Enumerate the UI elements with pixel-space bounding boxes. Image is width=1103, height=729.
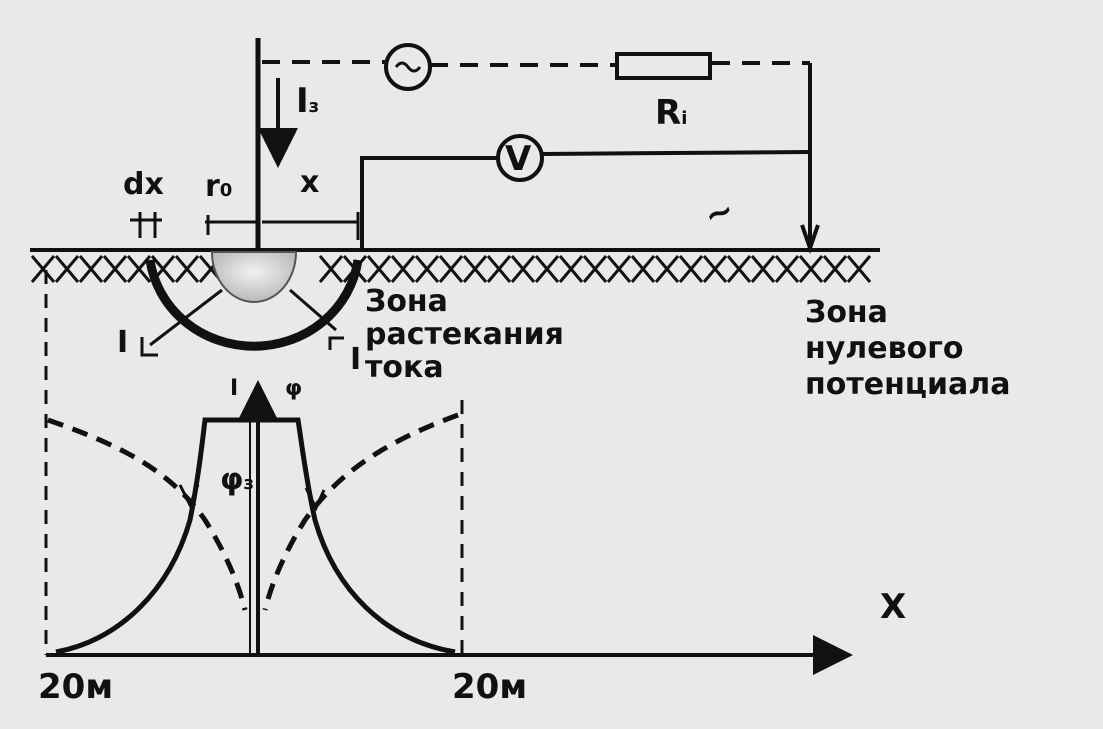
voltmeter-symbol: [496, 134, 544, 182]
hatch-mark: [654, 255, 680, 283]
hatch-mark: [582, 255, 608, 283]
hatch-mark: [54, 255, 80, 283]
phi-s-label: φз: [220, 462, 254, 497]
hatch-mark: [774, 255, 800, 283]
current-left-label: I: [117, 325, 129, 360]
zero-potential-zone-label: Зона нулевого потенциала: [805, 295, 1011, 402]
hatch-mark: [318, 255, 344, 283]
hatch-mark: [534, 255, 560, 283]
current-curve: [47, 412, 459, 611]
resistor-label: Ri: [655, 93, 688, 133]
hatch-mark: [678, 255, 704, 283]
hatch-mark: [846, 255, 872, 283]
ground-hatching: [30, 255, 872, 283]
hatch-mark: [510, 255, 536, 283]
current-right-label: I: [350, 342, 362, 377]
hatch-mark: [366, 255, 392, 283]
supply-circuit: [262, 43, 812, 245]
hatch-mark: [438, 255, 464, 283]
hatch-mark: [798, 255, 824, 283]
hatch-mark: [702, 255, 728, 283]
voltmeter-label: V: [505, 139, 532, 179]
hatch-mark: [726, 255, 752, 283]
hatch-mark: [606, 255, 632, 283]
current-source-label: Iз: [296, 81, 320, 121]
hatch-mark: [30, 255, 56, 283]
hatch-mark: [390, 255, 416, 283]
boundary-lines: [44, 270, 464, 655]
dimension-marks: [130, 212, 360, 240]
dx-label: dx: [123, 167, 164, 202]
potential-curve: [55, 417, 456, 655]
hatch-mark: [822, 255, 848, 283]
hatch-mark: [462, 255, 488, 283]
hatch-mark: [750, 255, 776, 283]
distance-right-label: 20м: [452, 667, 528, 707]
r0-label: r0: [205, 169, 233, 204]
current-center-label: I: [230, 376, 239, 401]
hatch-mark: [414, 255, 440, 283]
hatch-mark: [486, 255, 512, 283]
hemisphere-electrode: [210, 251, 298, 303]
spreading-zone-label: Зона растекания тока: [365, 284, 564, 385]
x-distance-label: x: [300, 165, 320, 200]
distance-left-label: 20м: [38, 667, 114, 707]
spreading-zone-arc: [145, 259, 363, 351]
x-axis-label: X: [880, 587, 907, 627]
radial-current-right: [289, 288, 337, 332]
resistor-symbol: [615, 52, 712, 80]
phi-label: φ: [285, 376, 303, 401]
hatch-mark: [126, 255, 152, 283]
hatch-mark: [78, 255, 104, 283]
hatch-mark: [630, 255, 656, 283]
voltmeter-circuit: [360, 134, 809, 250]
hatch-mark: [558, 255, 584, 283]
hatch-mark: [174, 255, 200, 283]
radial-current-left: [149, 288, 223, 347]
hatch-mark: [102, 255, 128, 283]
